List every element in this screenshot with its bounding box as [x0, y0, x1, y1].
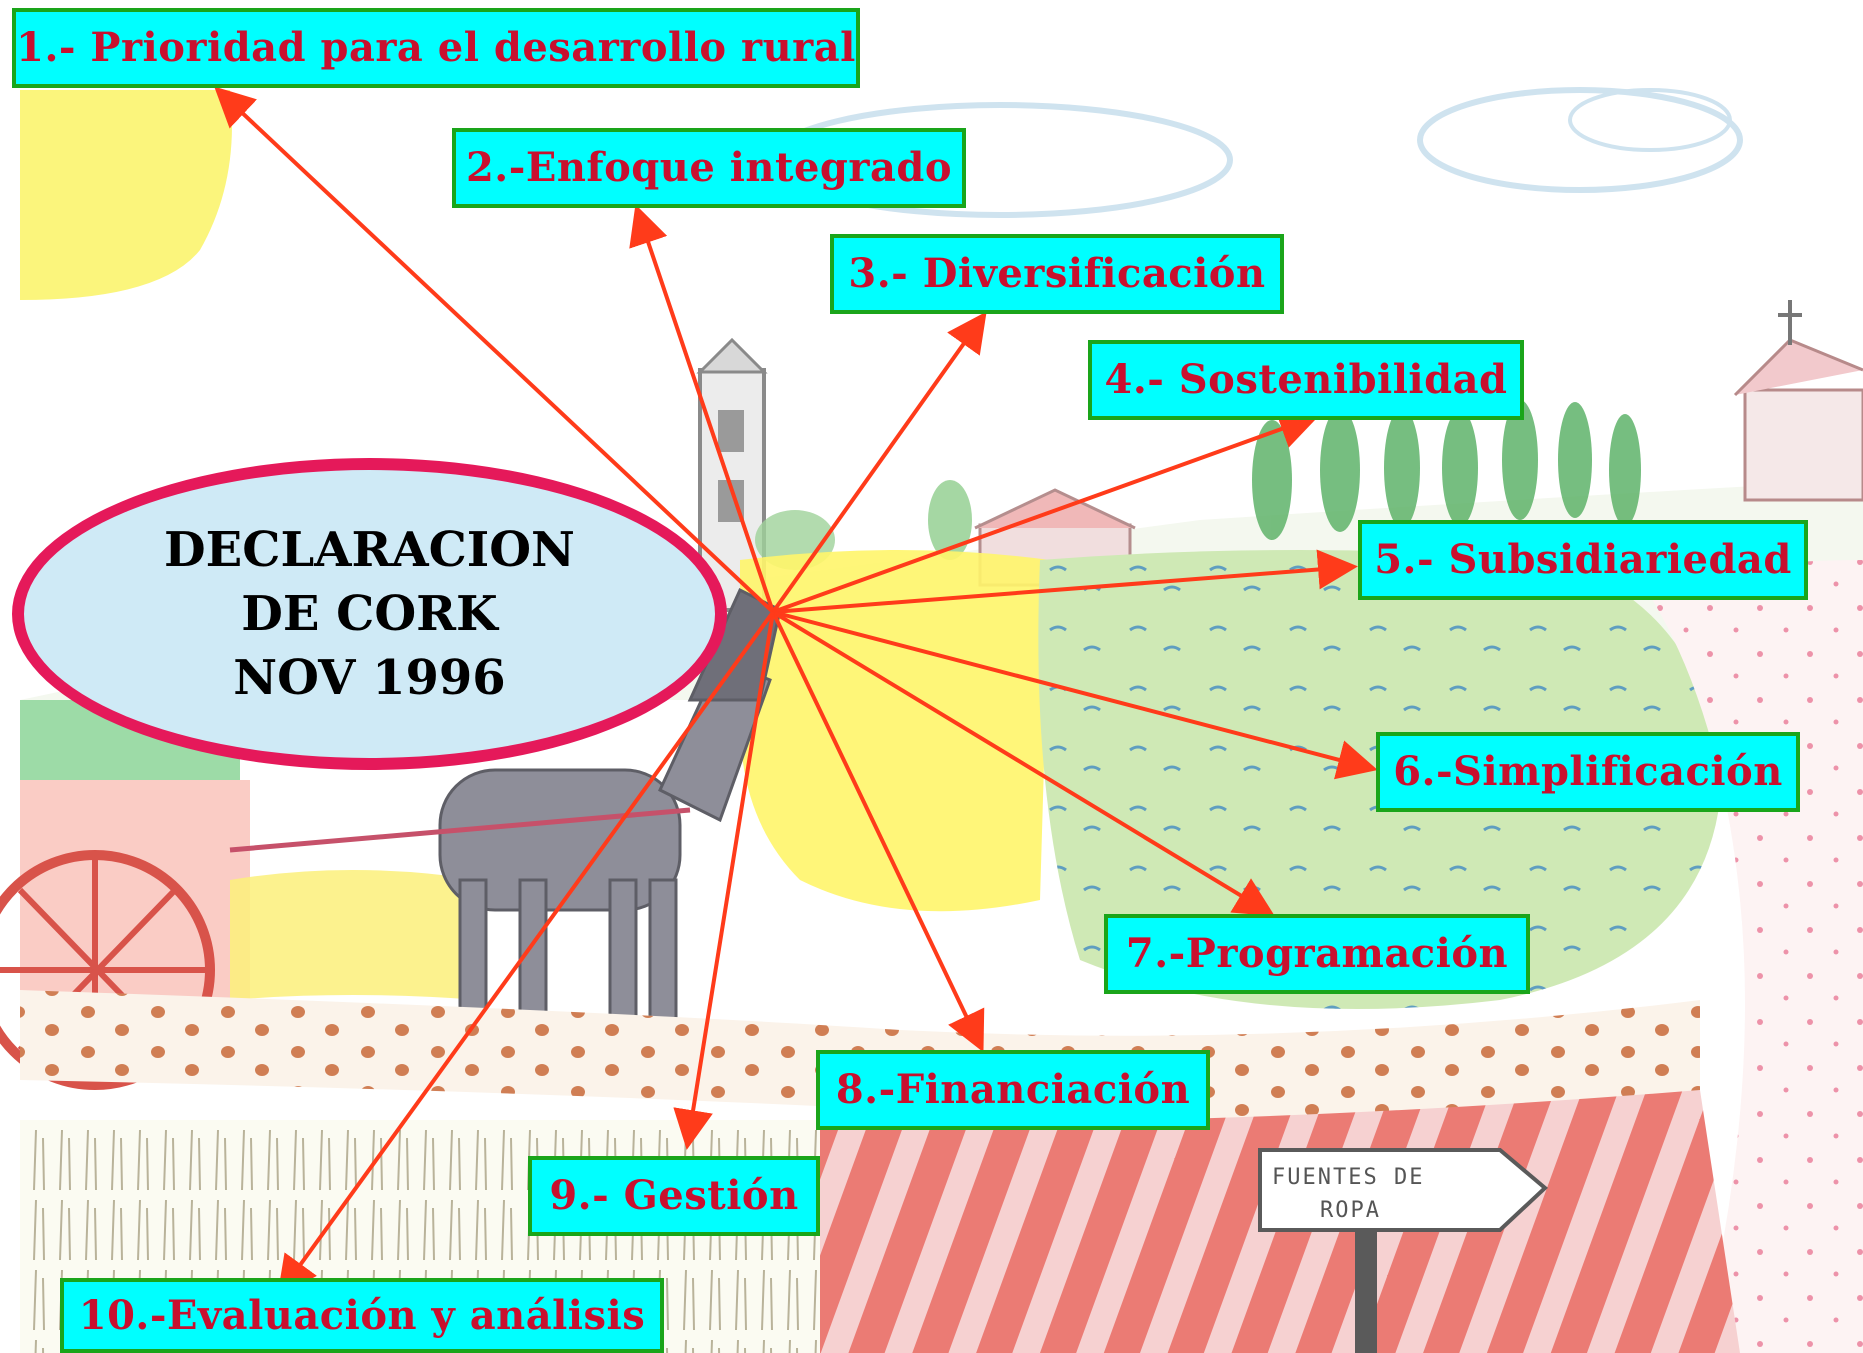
- principle-7-box: 7.-Programación: [1104, 914, 1530, 994]
- principle-9-box: 9.- Gestión: [528, 1156, 820, 1236]
- center-title-line-1: DECLARACION: [164, 522, 575, 578]
- center-ellipse: DECLARACION DE CORK NOV 1996: [12, 458, 727, 770]
- center-title-line-3: NOV 1996: [233, 650, 506, 706]
- center-title-line-2: DE CORK: [241, 586, 498, 642]
- principle-3-box: 3.- Diversificación: [830, 234, 1284, 314]
- principle-6-box: 6.-Simplificación: [1376, 732, 1800, 812]
- principle-2-box: 2.-Enfoque integrado: [452, 128, 966, 208]
- principle-10-box: 10.-Evaluación y análisis: [60, 1278, 664, 1353]
- principle-8-box: 8.-Financiación: [816, 1050, 1210, 1130]
- signpost-line-2: ROPA: [1320, 1198, 1381, 1223]
- principle-1-box: 1.- Prioridad para el desarrollo rural: [12, 8, 860, 88]
- principle-5-box: 5.- Subsidiariedad: [1358, 520, 1808, 600]
- principle-4-box: 4.- Sostenibilidad: [1088, 340, 1524, 420]
- signpost-line-1: FUENTES DE: [1272, 1165, 1425, 1190]
